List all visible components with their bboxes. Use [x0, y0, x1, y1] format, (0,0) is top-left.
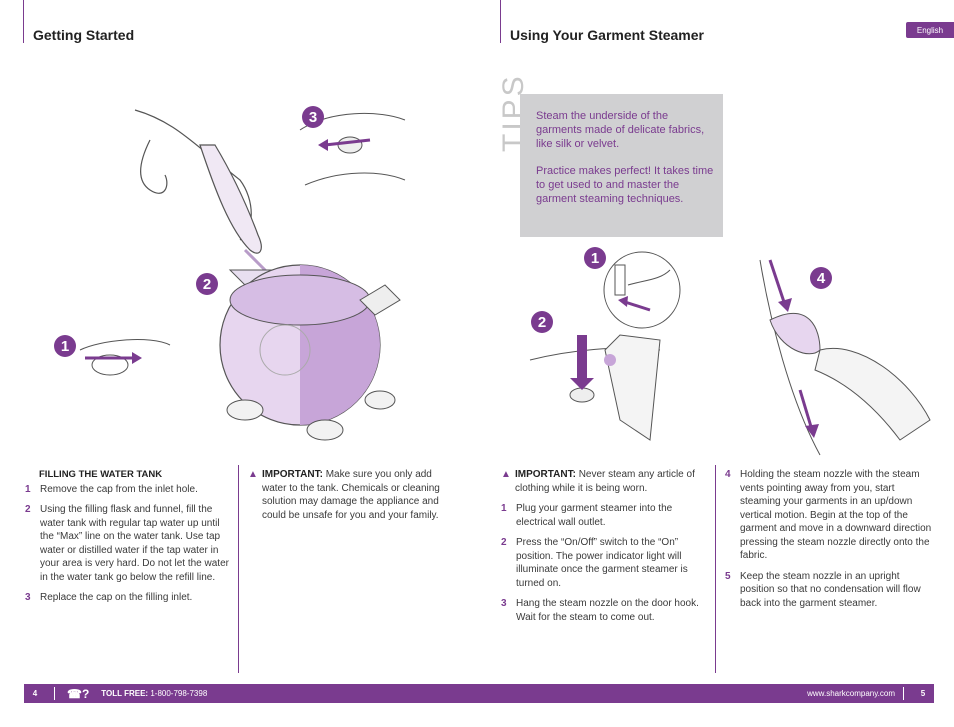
steamer-fill-illustration — [79, 109, 406, 441]
toll-free: TOLL FREE: 1-800-798-7398 — [101, 689, 208, 698]
phone-help-icon: ☎? — [67, 686, 90, 701]
important-note-right: ▲ IMPORTANT: Never steam any article of … — [501, 469, 695, 494]
badge-left-1: 1 — [54, 335, 76, 357]
center-top-rule — [500, 0, 501, 43]
footer-divider — [903, 687, 904, 700]
warning-icon: ▲ — [501, 469, 511, 480]
badge-right-1: 1 — [584, 247, 606, 269]
tips-box — [520, 94, 723, 237]
left-column-rule — [238, 465, 239, 673]
language-badge: English — [906, 22, 954, 38]
footer-divider — [54, 687, 55, 700]
tip-1: Steam the underside of the garments made… — [536, 110, 705, 150]
using-instructions-a: ▲ IMPORTANT: Never steam any article of … — [501, 468, 709, 631]
badge-right-2: 2 — [531, 311, 553, 333]
important-note-left: ▲ IMPORTANT: Make sure you only add wate… — [248, 469, 440, 521]
right-column-rule — [715, 465, 716, 673]
page-number-right: 5 — [920, 689, 926, 698]
footer-bar: 4 ☎? TOLL FREE: 1-800-798-7398 www.shark… — [24, 684, 934, 703]
page-number-left: 4 — [32, 689, 38, 698]
filling-title: FILLING THE WATER TANK — [39, 469, 163, 480]
left-page-title: Getting Started — [33, 27, 135, 43]
badge-left-2: 2 — [196, 273, 218, 295]
tip-2: Practice makes perfect! It takes time to… — [536, 165, 714, 205]
warning-icon: ▲ — [248, 469, 258, 480]
right-page-title: Using Your Garment Steamer — [510, 27, 704, 43]
left-margin-rule — [23, 0, 24, 43]
website[interactable]: www.sharkcompany.com — [807, 689, 895, 698]
badge-right-4: 4 — [810, 267, 832, 289]
badge-left-3: 3 — [302, 106, 324, 128]
tips-text: Steam the underside of the garments made… — [536, 109, 716, 219]
steamer-use-illustration — [529, 251, 931, 456]
